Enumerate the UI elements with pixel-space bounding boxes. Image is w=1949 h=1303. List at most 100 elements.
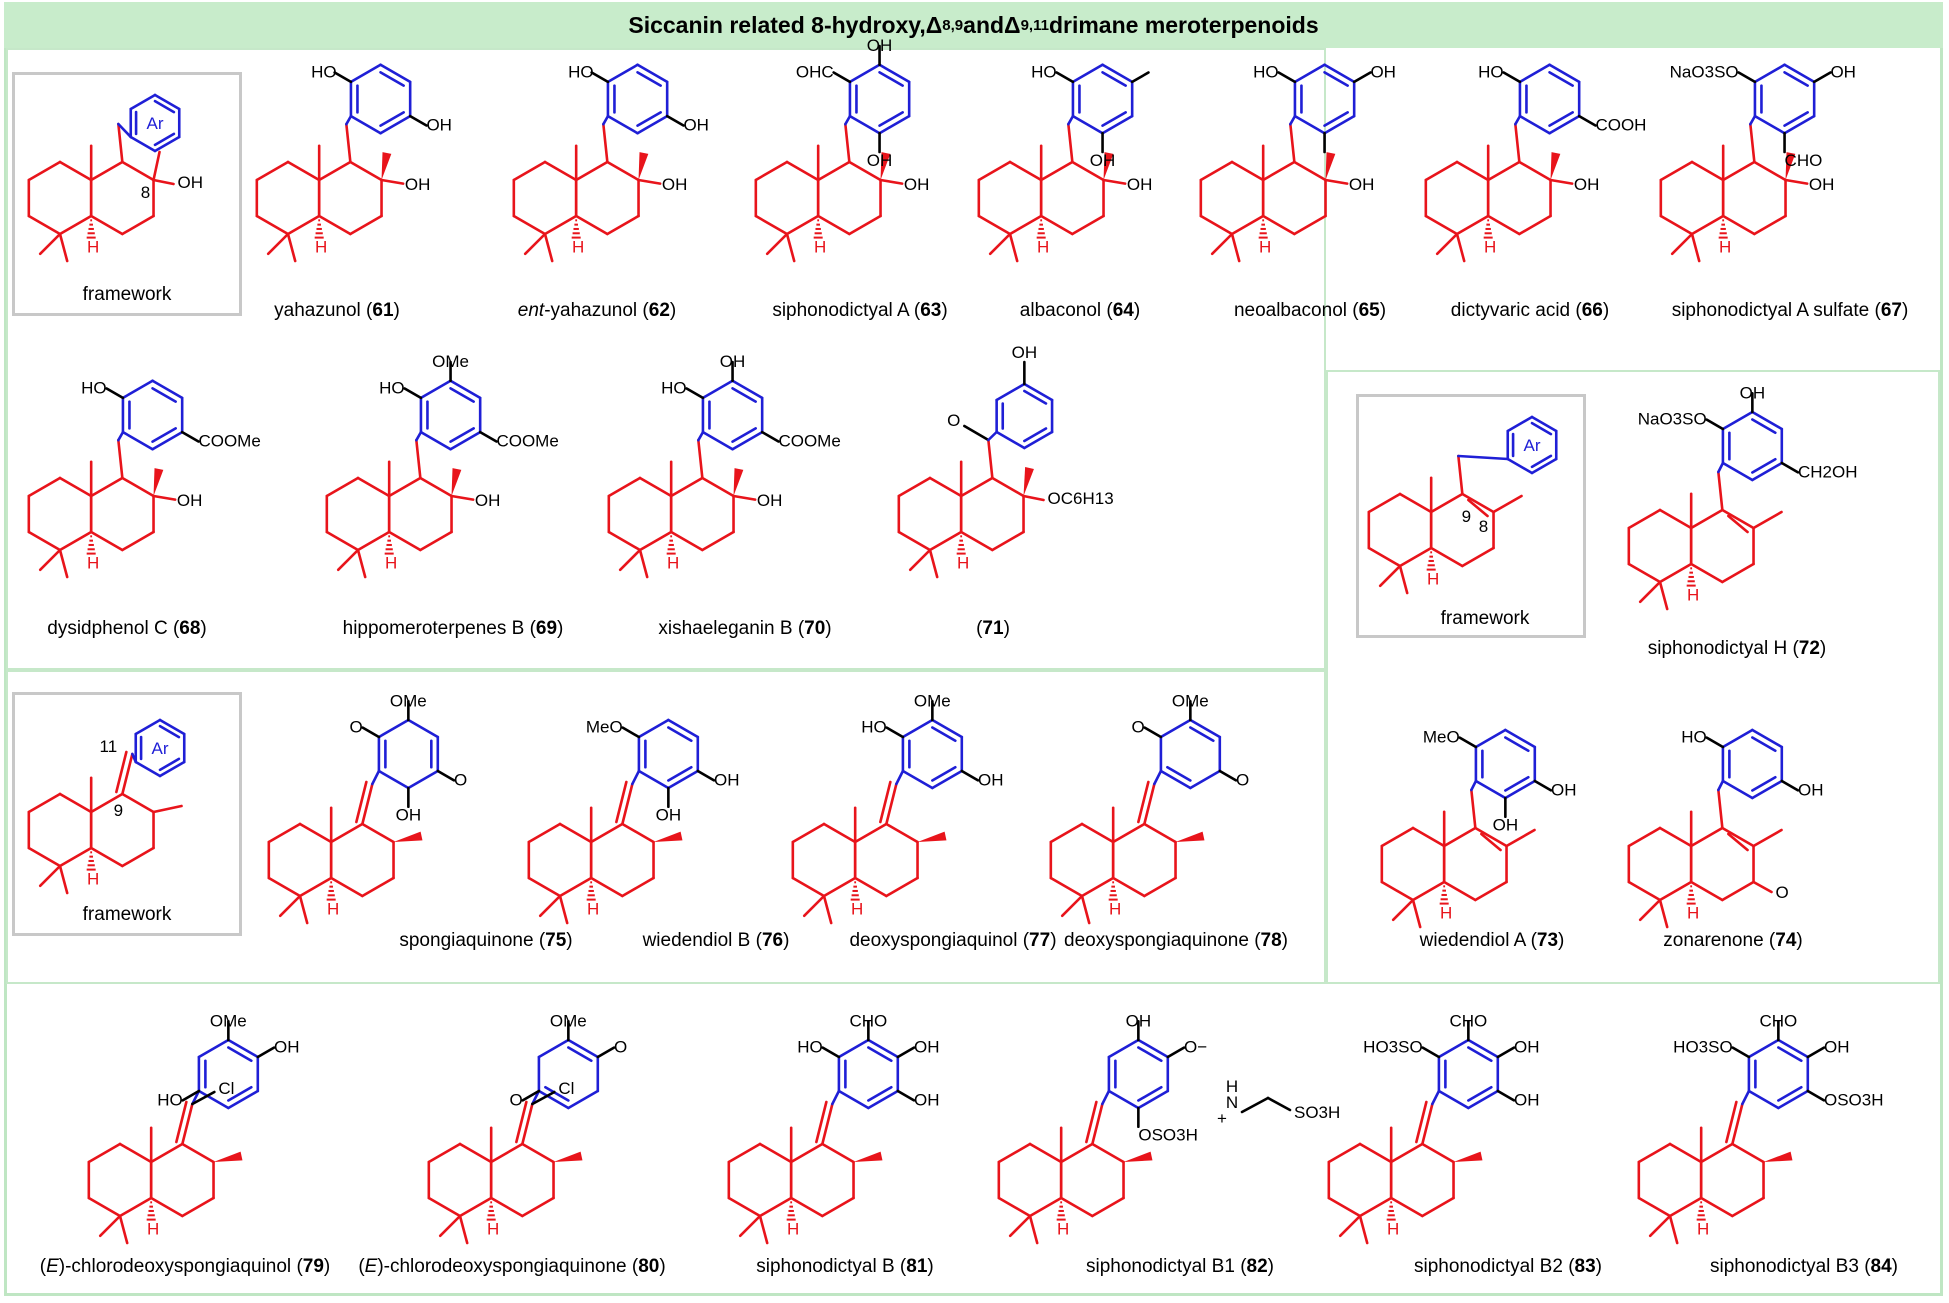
bond — [1506, 457, 1534, 475]
bond — [1658, 580, 1669, 611]
bond — [1751, 736, 1777, 753]
bond — [1637, 1142, 1672, 1164]
bond — [589, 822, 624, 844]
wedge-bond — [451, 468, 462, 496]
bond — [1130, 71, 1150, 84]
substituent-label: COOH — [1595, 116, 1646, 135]
h-label: H — [385, 553, 397, 572]
bond — [58, 530, 93, 552]
bond — [1751, 775, 1777, 792]
bond — [1023, 427, 1048, 443]
bond — [1717, 779, 1725, 792]
bond — [727, 1196, 762, 1218]
bond — [931, 769, 964, 790]
h-label: H — [587, 899, 599, 918]
bond — [298, 894, 309, 925]
compound-name: xishaeleganin B — [658, 618, 798, 639]
bond — [1059, 1196, 1094, 1218]
bond — [1668, 1142, 1703, 1164]
bond — [615, 780, 628, 824]
bond — [118, 1214, 129, 1245]
bond — [822, 876, 857, 898]
framework-oh: OH — [178, 173, 204, 192]
substituent-label: OH — [274, 1038, 300, 1057]
bond — [58, 214, 93, 236]
bond — [1731, 1142, 1765, 1164]
bond — [1721, 728, 1754, 749]
bond — [458, 1196, 493, 1218]
bond — [117, 438, 124, 480]
substituent-label: OH — [720, 352, 746, 371]
bond — [1752, 880, 1773, 894]
bond — [379, 63, 412, 84]
bond — [885, 782, 898, 826]
bond — [928, 476, 963, 498]
compound-name: albaconol — [1019, 300, 1107, 321]
substituent-label: O — [614, 1038, 627, 1057]
bond — [1721, 214, 1756, 236]
bond — [758, 1142, 793, 1164]
compound-name: -yahazunol — [544, 300, 643, 321]
substituent-label: HO — [568, 62, 594, 81]
bond — [1533, 779, 1553, 792]
bond — [1060, 894, 1084, 918]
bond — [356, 548, 367, 579]
title-sup-1: 8,9 — [942, 16, 964, 34]
bond — [959, 530, 994, 552]
bond — [1378, 564, 1402, 588]
bond — [977, 214, 1012, 236]
bond — [345, 122, 352, 164]
bond — [1486, 214, 1521, 236]
compound-label: siphonodictyal B2 (83) — [1413, 1256, 1603, 1277]
bond — [667, 765, 693, 782]
bond — [1705, 418, 1725, 431]
bond — [638, 548, 649, 579]
compound-number: 78 — [1260, 930, 1282, 951]
bond — [153, 99, 176, 114]
bond — [129, 135, 157, 153]
bond — [1421, 1102, 1434, 1146]
bond — [121, 846, 155, 868]
bond — [1289, 114, 1297, 126]
bond — [181, 1089, 201, 1102]
bond — [590, 71, 610, 84]
bond — [153, 135, 181, 153]
bond — [1699, 1196, 1734, 1218]
bond — [158, 718, 186, 736]
bond — [181, 1142, 215, 1164]
bond — [121, 214, 155, 236]
bond — [631, 769, 641, 786]
bond — [1091, 1102, 1104, 1146]
bond — [1721, 461, 1754, 482]
title-suffix: drimane meroterpenoids — [1048, 11, 1319, 38]
bond — [758, 1196, 793, 1218]
bond — [1458, 736, 1478, 749]
bond — [1670, 232, 1694, 256]
bond — [1143, 726, 1163, 739]
bond — [896, 1089, 916, 1102]
bond — [758, 1214, 769, 1245]
bond — [1080, 822, 1115, 844]
bond — [636, 63, 669, 84]
compound-name: yahazunol — [274, 300, 367, 321]
bond — [121, 379, 154, 400]
bond — [380, 178, 405, 185]
bond — [1752, 510, 1783, 530]
compound-name: deoxyspongiaquinone — [1064, 930, 1255, 951]
bond — [963, 424, 990, 442]
compound-name: siphonodictyal H — [1647, 638, 1793, 659]
bond — [867, 1038, 900, 1059]
oh-label: OH — [1127, 175, 1153, 194]
bond — [1049, 822, 1084, 844]
bond — [1457, 454, 1464, 496]
bond — [1071, 214, 1105, 236]
bond — [558, 894, 569, 925]
bond — [567, 1046, 593, 1063]
substituent-label: HO — [311, 62, 337, 81]
bond — [1731, 1196, 1765, 1218]
compound-label: siphonodictyal H (72) — [1647, 638, 1827, 659]
oh-label: OH — [475, 491, 501, 510]
bond — [1705, 736, 1725, 749]
bond — [1421, 1046, 1441, 1059]
compound-number: 72 — [1798, 638, 1820, 659]
